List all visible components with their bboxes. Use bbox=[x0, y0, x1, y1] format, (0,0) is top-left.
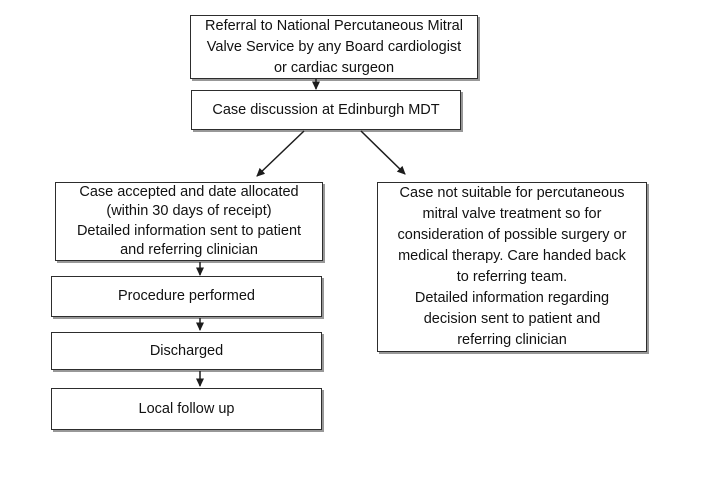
node-procedure-performed: Procedure performed bbox=[51, 276, 322, 317]
node-case-accepted: Case accepted and date allocated (within… bbox=[55, 182, 323, 261]
node-mdt-discussion-text: Case discussion at Edinburgh MDT bbox=[212, 101, 440, 118]
node-local-follow-up: Local follow up bbox=[51, 388, 322, 430]
node-referral: Referral to National Percutaneous Mitral… bbox=[190, 15, 478, 79]
node-mdt-discussion: Case discussion at Edinburgh MDT bbox=[191, 90, 461, 130]
node-referral-text: Referral to National Percutaneous Mitral… bbox=[205, 17, 463, 76]
node-procedure-performed-text: Procedure performed bbox=[117, 288, 255, 304]
arrow-mdt-to-accepted bbox=[256, 130, 305, 177]
node-discharged: Discharged bbox=[51, 332, 322, 370]
node-case-not-suitable-text: Case not suitable for percutaneous mitra… bbox=[397, 185, 627, 348]
arrow-mdt-to-not-suitable bbox=[360, 130, 406, 175]
node-discharged-text: Discharged bbox=[149, 342, 224, 359]
node-local-follow-up-text: Local follow up bbox=[138, 400, 235, 417]
node-case-not-suitable: Case not suitable for percutaneous mitra… bbox=[377, 182, 647, 352]
node-case-accepted-text: Case accepted and date allocated (within… bbox=[76, 183, 302, 259]
